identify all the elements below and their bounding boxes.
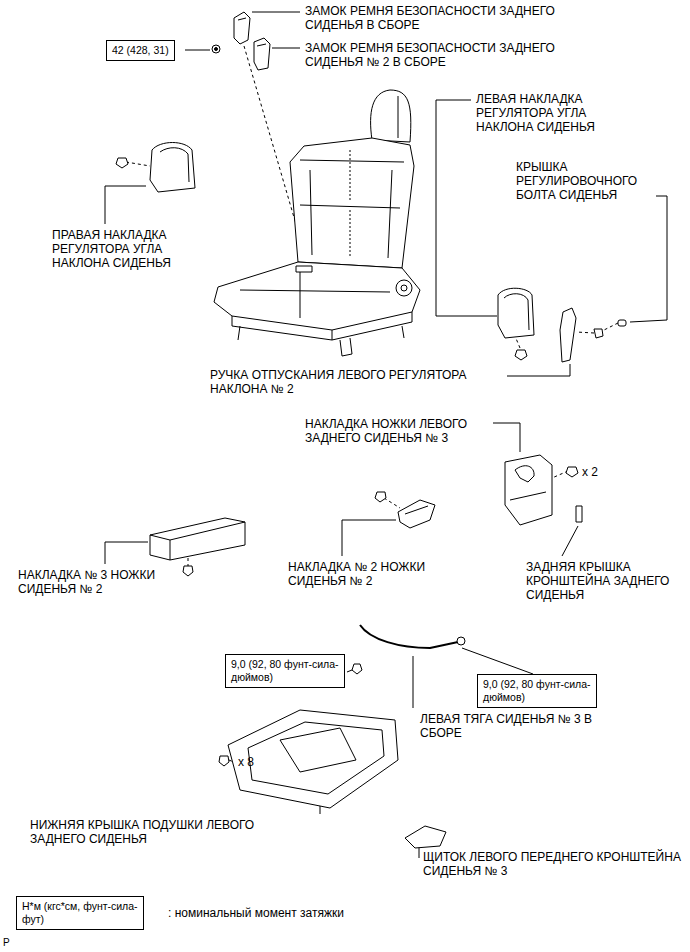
quantity-label: x 8 (238, 755, 278, 769)
leg-cover (505, 455, 552, 525)
legend-torque-box: Н*м (кгс*см, фунт-сила-фут) (16, 896, 144, 930)
bolt-cap (618, 320, 626, 326)
screw-symbol (594, 329, 603, 338)
screw-symbol (515, 350, 527, 360)
recliner-cover (498, 288, 534, 338)
torque-value: 9,0 (92, 80 фунт-сила-дюймов) (483, 678, 591, 704)
figure-code: P (3, 936, 23, 950)
bracket-shield (405, 826, 446, 848)
quantity-label: x 2 (582, 465, 622, 479)
leader-lines (105, 12, 667, 858)
torque-box: 9,0 (92, 80 фунт-сила-дюймов) (477, 674, 597, 708)
torque-value: Н*м (кгс*см, фунт-сила-фут) (22, 900, 138, 926)
part-label: ПРАВАЯ НАКЛАДКА РЕГУЛЯТОРА УГЛА НАКЛОНА … (52, 228, 197, 270)
buckle-part (234, 12, 250, 44)
assembly-lines (126, 46, 618, 764)
screw-symbol (219, 756, 229, 766)
buckle-part (254, 38, 270, 70)
part-label: НАКЛАДКА № 2 НОЖКИ СИДЕНЬЯ № 2 (288, 560, 458, 588)
part-label: ЩИТОК ЛЕВОГО ПЕРЕДНЕГО КРОНШТЕЙНА СИДЕНЬ… (423, 850, 685, 878)
torque-box: 42 (428, 31) (106, 40, 175, 61)
seat-figure (214, 90, 420, 356)
part-label: ЗАМОК РЕМНЯ БЕЗОПАСНОСТИ ЗАДНЕГО СИДЕНЬЯ… (305, 41, 583, 69)
part-label: НАКЛАДКА № 3 НОЖКИ СИДЕНЬЯ № 2 (18, 568, 188, 596)
torque-value: 9,0 (92, 80 фунт-сила-дюймов) (231, 658, 339, 684)
recliner-cover (150, 143, 195, 193)
part-label: ЛЕВАЯ ТЯГА СИДЕНЬЯ № 3 В СБОРЕ (420, 712, 628, 740)
part-label: ЗАДНЯЯ КРЫШКА КРОНШТЕЙНА ЗАДНЕГО СИДЕНЬЯ (526, 560, 684, 602)
screw-symbol (183, 566, 193, 576)
leg-cover (398, 500, 435, 528)
screw-symbol (375, 492, 386, 502)
screw-symbol (566, 467, 578, 477)
torque-box: 9,0 (92, 80 фунт-сила-дюймов) (225, 654, 345, 688)
part-label: ЛЕВАЯ НАКЛАДКА РЕГУЛЯТОРА УГЛА НАКЛОНА С… (476, 92, 621, 134)
nut-symbol (457, 637, 465, 645)
release-handle (560, 308, 576, 362)
lower-cover (228, 710, 398, 808)
part-label: РУЧКА ОТПУСКАНИЯ ЛЕВОГО РЕГУЛЯТОРА НАКЛО… (210, 368, 510, 396)
part-label: НИЖНЯЯ КРЫШКА ПОДУШКИ ЛЕВОГО ЗАДНЕГО СИД… (30, 818, 300, 846)
part-label: ЗАМОК РЕМНЯ БЕЗОПАСНОСТИ ЗАДНЕГО СИДЕНЬЯ… (305, 4, 583, 32)
bolt-symbol (352, 664, 362, 674)
rear-cover (576, 506, 582, 522)
screw-symbol (116, 158, 128, 168)
torque-value: 42 (428, 31) (112, 44, 169, 57)
part-label: НАКЛАДКА НОЖКИ ЛЕВОГО ЗАДНЕГО СИДЕНЬЯ № … (305, 417, 510, 445)
bolt-symbol (212, 45, 220, 53)
leg-cover (150, 518, 245, 560)
rod-part (360, 625, 458, 648)
part-label: КРЫШКА РЕГУЛИРОВОЧНОГО БОЛТА СИДЕНЬЯ (516, 160, 656, 202)
legend-text: : номинальный момент затяжки (168, 906, 428, 920)
